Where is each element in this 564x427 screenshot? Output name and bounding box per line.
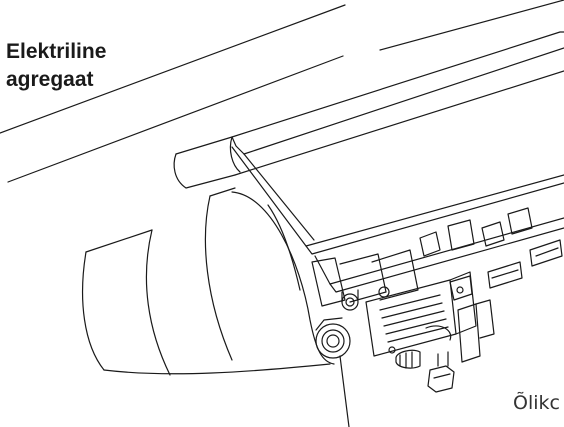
callout-leader [339, 355, 350, 427]
housing-edges [0, 0, 564, 183]
callout-label: Õlikc [513, 392, 560, 414]
terminal-details [419, 207, 563, 301]
mounting-bracket [311, 249, 419, 311]
title-line-2: agregaat [6, 68, 94, 91]
side-connector [457, 299, 495, 363]
diagram-title: Elektriline agregaat [6, 38, 106, 94]
motor-cylinder [82, 187, 335, 376]
title-line-1: Elektriline [6, 40, 107, 63]
hex-fitting [427, 351, 455, 393]
valve-block [365, 271, 477, 369]
drain-plug [315, 317, 351, 359]
top-cover [173, 31, 564, 189]
slanted-panel [231, 146, 564, 293]
